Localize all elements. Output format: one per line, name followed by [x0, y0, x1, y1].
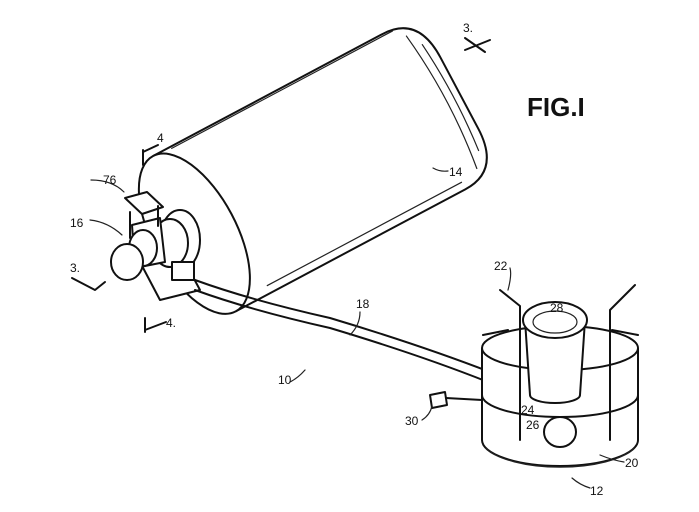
label-16: 16	[70, 216, 84, 230]
label-20: 20	[625, 456, 639, 470]
label-18: 18	[356, 297, 370, 311]
stove	[429, 284, 639, 468]
label-76: 76	[103, 173, 117, 187]
label-22: 22	[494, 259, 508, 273]
label-12: 12	[590, 484, 604, 498]
valve-assembly	[110, 191, 201, 301]
label-14: 14	[449, 165, 463, 179]
label-4-top: 4	[157, 131, 164, 145]
figure-title: FIG.I	[527, 92, 585, 122]
label-3-left: 3.	[70, 261, 80, 275]
label-28: 28	[550, 301, 564, 315]
fuel-hose	[194, 279, 491, 373]
label-3-top: 3.	[463, 21, 473, 35]
label-24: 24	[521, 403, 535, 417]
label-26: 26	[526, 418, 540, 432]
label-4-bottom: 4.	[166, 316, 176, 330]
valve-cover	[124, 191, 164, 215]
label-10: 10	[278, 373, 292, 387]
label-30: 30	[405, 414, 419, 428]
